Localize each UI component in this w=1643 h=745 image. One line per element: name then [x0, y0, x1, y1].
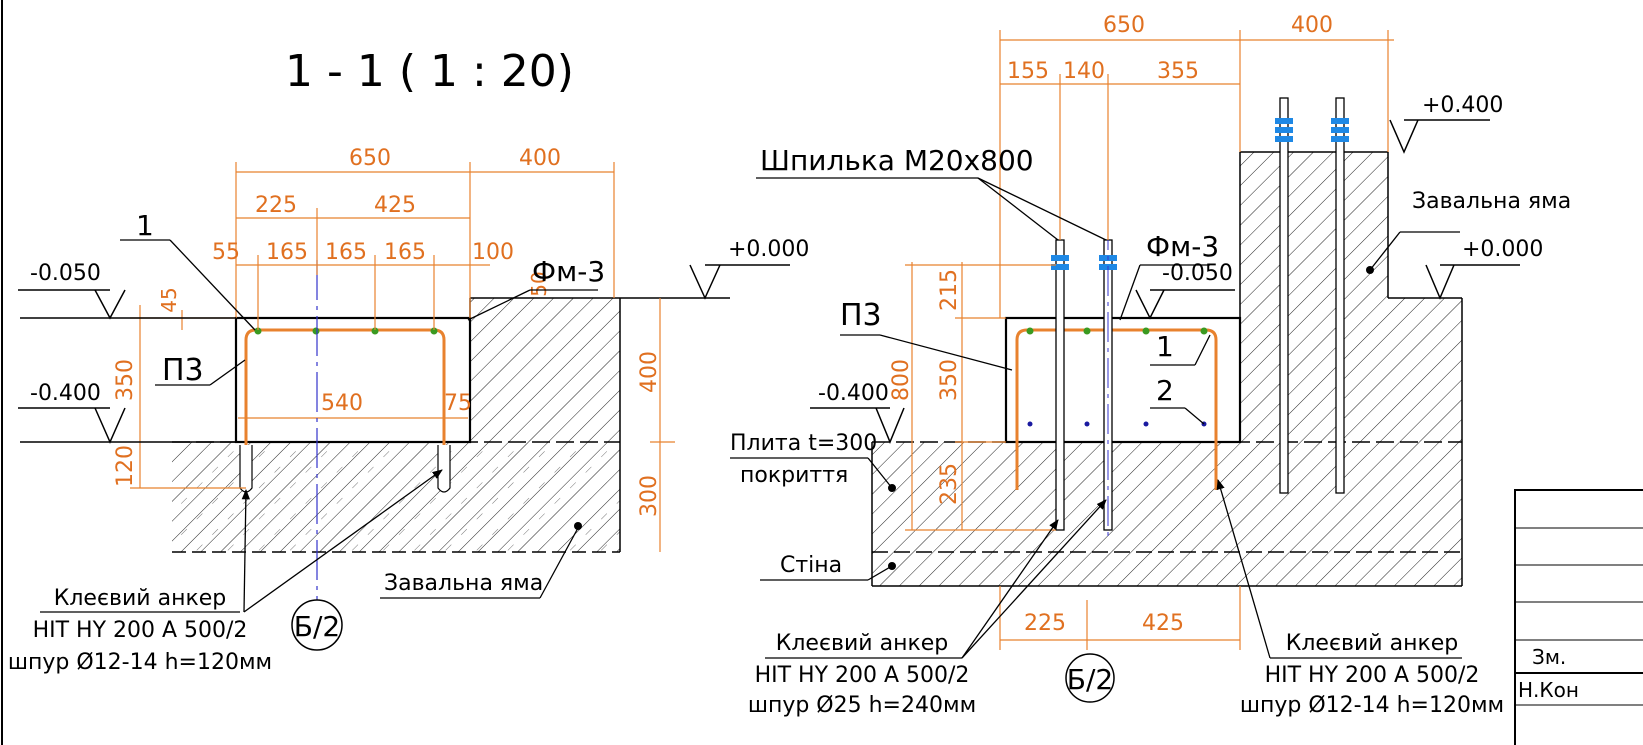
svg-text:Б/2: Б/2: [294, 610, 340, 643]
svg-text:300: 300: [637, 475, 662, 517]
svg-text:350: 350: [937, 359, 962, 401]
rebar-dot: [312, 327, 320, 335]
svg-text:Плита t=300: Плита t=300: [730, 431, 877, 456]
rebar-u: [244, 328, 446, 490]
svg-text:235: 235: [937, 463, 962, 505]
rebar-dot: [371, 327, 379, 335]
svg-text:140: 140: [1063, 59, 1105, 84]
svg-text:+0.400: +0.400: [1422, 93, 1503, 118]
wall-hatch: [1240, 152, 1388, 442]
svg-text:355: 355: [1157, 59, 1199, 84]
svg-text:HIT HY 200 A 500/2: HIT HY 200 A 500/2: [1265, 663, 1480, 688]
svg-text:+0.000: +0.000: [1462, 237, 1543, 262]
svg-text:-0.400: -0.400: [818, 381, 889, 406]
svg-text:+0.000: +0.000: [728, 237, 809, 262]
svg-text:Б/2: Б/2: [1067, 663, 1113, 696]
svg-text:425: 425: [1142, 611, 1184, 636]
svg-text:Фм-3: Фм-3: [1146, 230, 1219, 263]
svg-text:540: 540: [321, 391, 363, 416]
svg-text:-0.400: -0.400: [30, 381, 101, 406]
svg-text:-0.050: -0.050: [30, 261, 101, 286]
svg-text:400: 400: [519, 146, 561, 171]
svg-text:800: 800: [889, 359, 914, 401]
section-right: Б/2 650 400 155 140 355 225 425: [730, 13, 1571, 718]
svg-text:215: 215: [937, 269, 962, 311]
svg-text:225: 225: [255, 193, 297, 218]
svg-text:155: 155: [1007, 59, 1049, 84]
svg-text:50: 50: [527, 271, 551, 296]
title-block-row1: Зм.: [1532, 645, 1566, 669]
svg-text:55: 55: [212, 240, 240, 265]
svg-text:Стіна: Стіна: [780, 553, 842, 578]
svg-text:165: 165: [325, 240, 367, 265]
svg-text:Шпилька М20х800: Шпилька М20х800: [760, 144, 1034, 177]
pit-hatch: [470, 298, 620, 442]
svg-text:П3: П3: [840, 298, 882, 333]
svg-text:Клеєвий анкер: Клеєвий анкер: [54, 586, 227, 611]
svg-text:шпур Ø25 h=240мм: шпур Ø25 h=240мм: [748, 693, 976, 718]
svg-text:400: 400: [1291, 13, 1333, 38]
svg-text:1: 1: [136, 209, 154, 242]
svg-text:1: 1: [1156, 330, 1174, 363]
svg-text:350: 350: [113, 359, 138, 401]
svg-text:Завальна яма: Завальна яма: [1412, 189, 1571, 214]
axis-bubble: [291, 599, 343, 651]
svg-text:165: 165: [384, 240, 426, 265]
title-block-row2: Н.Кон: [1518, 678, 1579, 702]
svg-text:HIT HY 200 A 500/2: HIT HY 200 A 500/2: [755, 663, 970, 688]
section-title: 1 - 1 ( 1 : 20): [285, 46, 574, 97]
foundation-block: [234, 316, 472, 444]
svg-text:225: 225: [1024, 611, 1066, 636]
svg-text:165: 165: [266, 240, 308, 265]
svg-text:120: 120: [113, 445, 138, 487]
svg-text:шпур Ø12-14 h=120мм: шпур Ø12-14 h=120мм: [8, 650, 272, 675]
svg-text:75: 75: [444, 391, 472, 416]
svg-text:650: 650: [349, 146, 391, 171]
svg-text:100: 100: [472, 240, 514, 265]
svg-text:Клеєвий анкер: Клеєвий анкер: [776, 631, 949, 656]
svg-text:П3: П3: [162, 353, 204, 388]
svg-text:425: 425: [374, 193, 416, 218]
svg-text:Фм-3: Фм-3: [532, 255, 605, 288]
svg-text:HIT HY 200 A 500/2: HIT HY 200 A 500/2: [33, 618, 248, 643]
svg-text:Клеєвий анкер: Клеєвий анкер: [1286, 631, 1459, 656]
section-1-1: 1 - 1 ( 1 : 20) Б/2: [8, 46, 810, 675]
rebar-dot: [430, 327, 438, 335]
svg-text:Завальна яма: Завальна яма: [384, 571, 543, 596]
svg-text:2: 2: [1156, 374, 1174, 407]
title-block: [1514, 489, 1643, 745]
svg-text:400: 400: [637, 351, 662, 393]
svg-text:45: 45: [157, 287, 181, 312]
svg-text:шпур Ø12-14 h=120мм: шпур Ø12-14 h=120мм: [1240, 693, 1504, 718]
rebar-dot: [254, 327, 262, 335]
svg-text:покриття: покриття: [740, 463, 848, 488]
svg-text:650: 650: [1103, 13, 1145, 38]
